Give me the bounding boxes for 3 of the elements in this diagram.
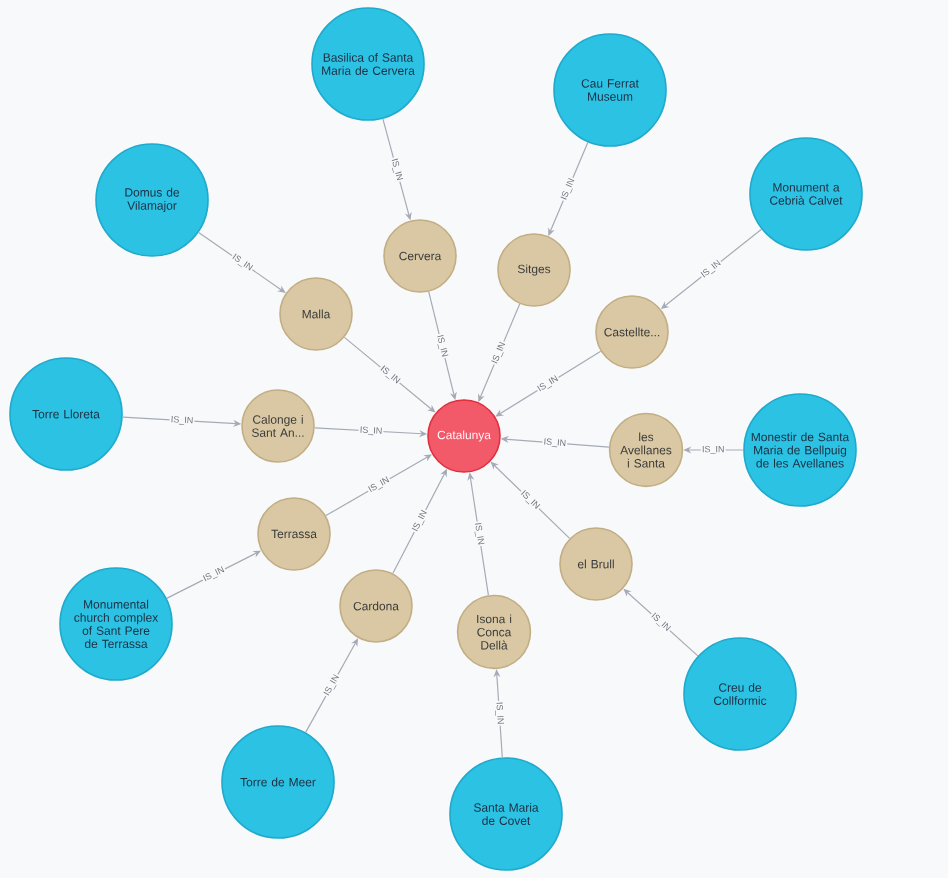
arrow [198, 231, 286, 293]
arrow [495, 350, 602, 417]
arrow [343, 336, 436, 413]
